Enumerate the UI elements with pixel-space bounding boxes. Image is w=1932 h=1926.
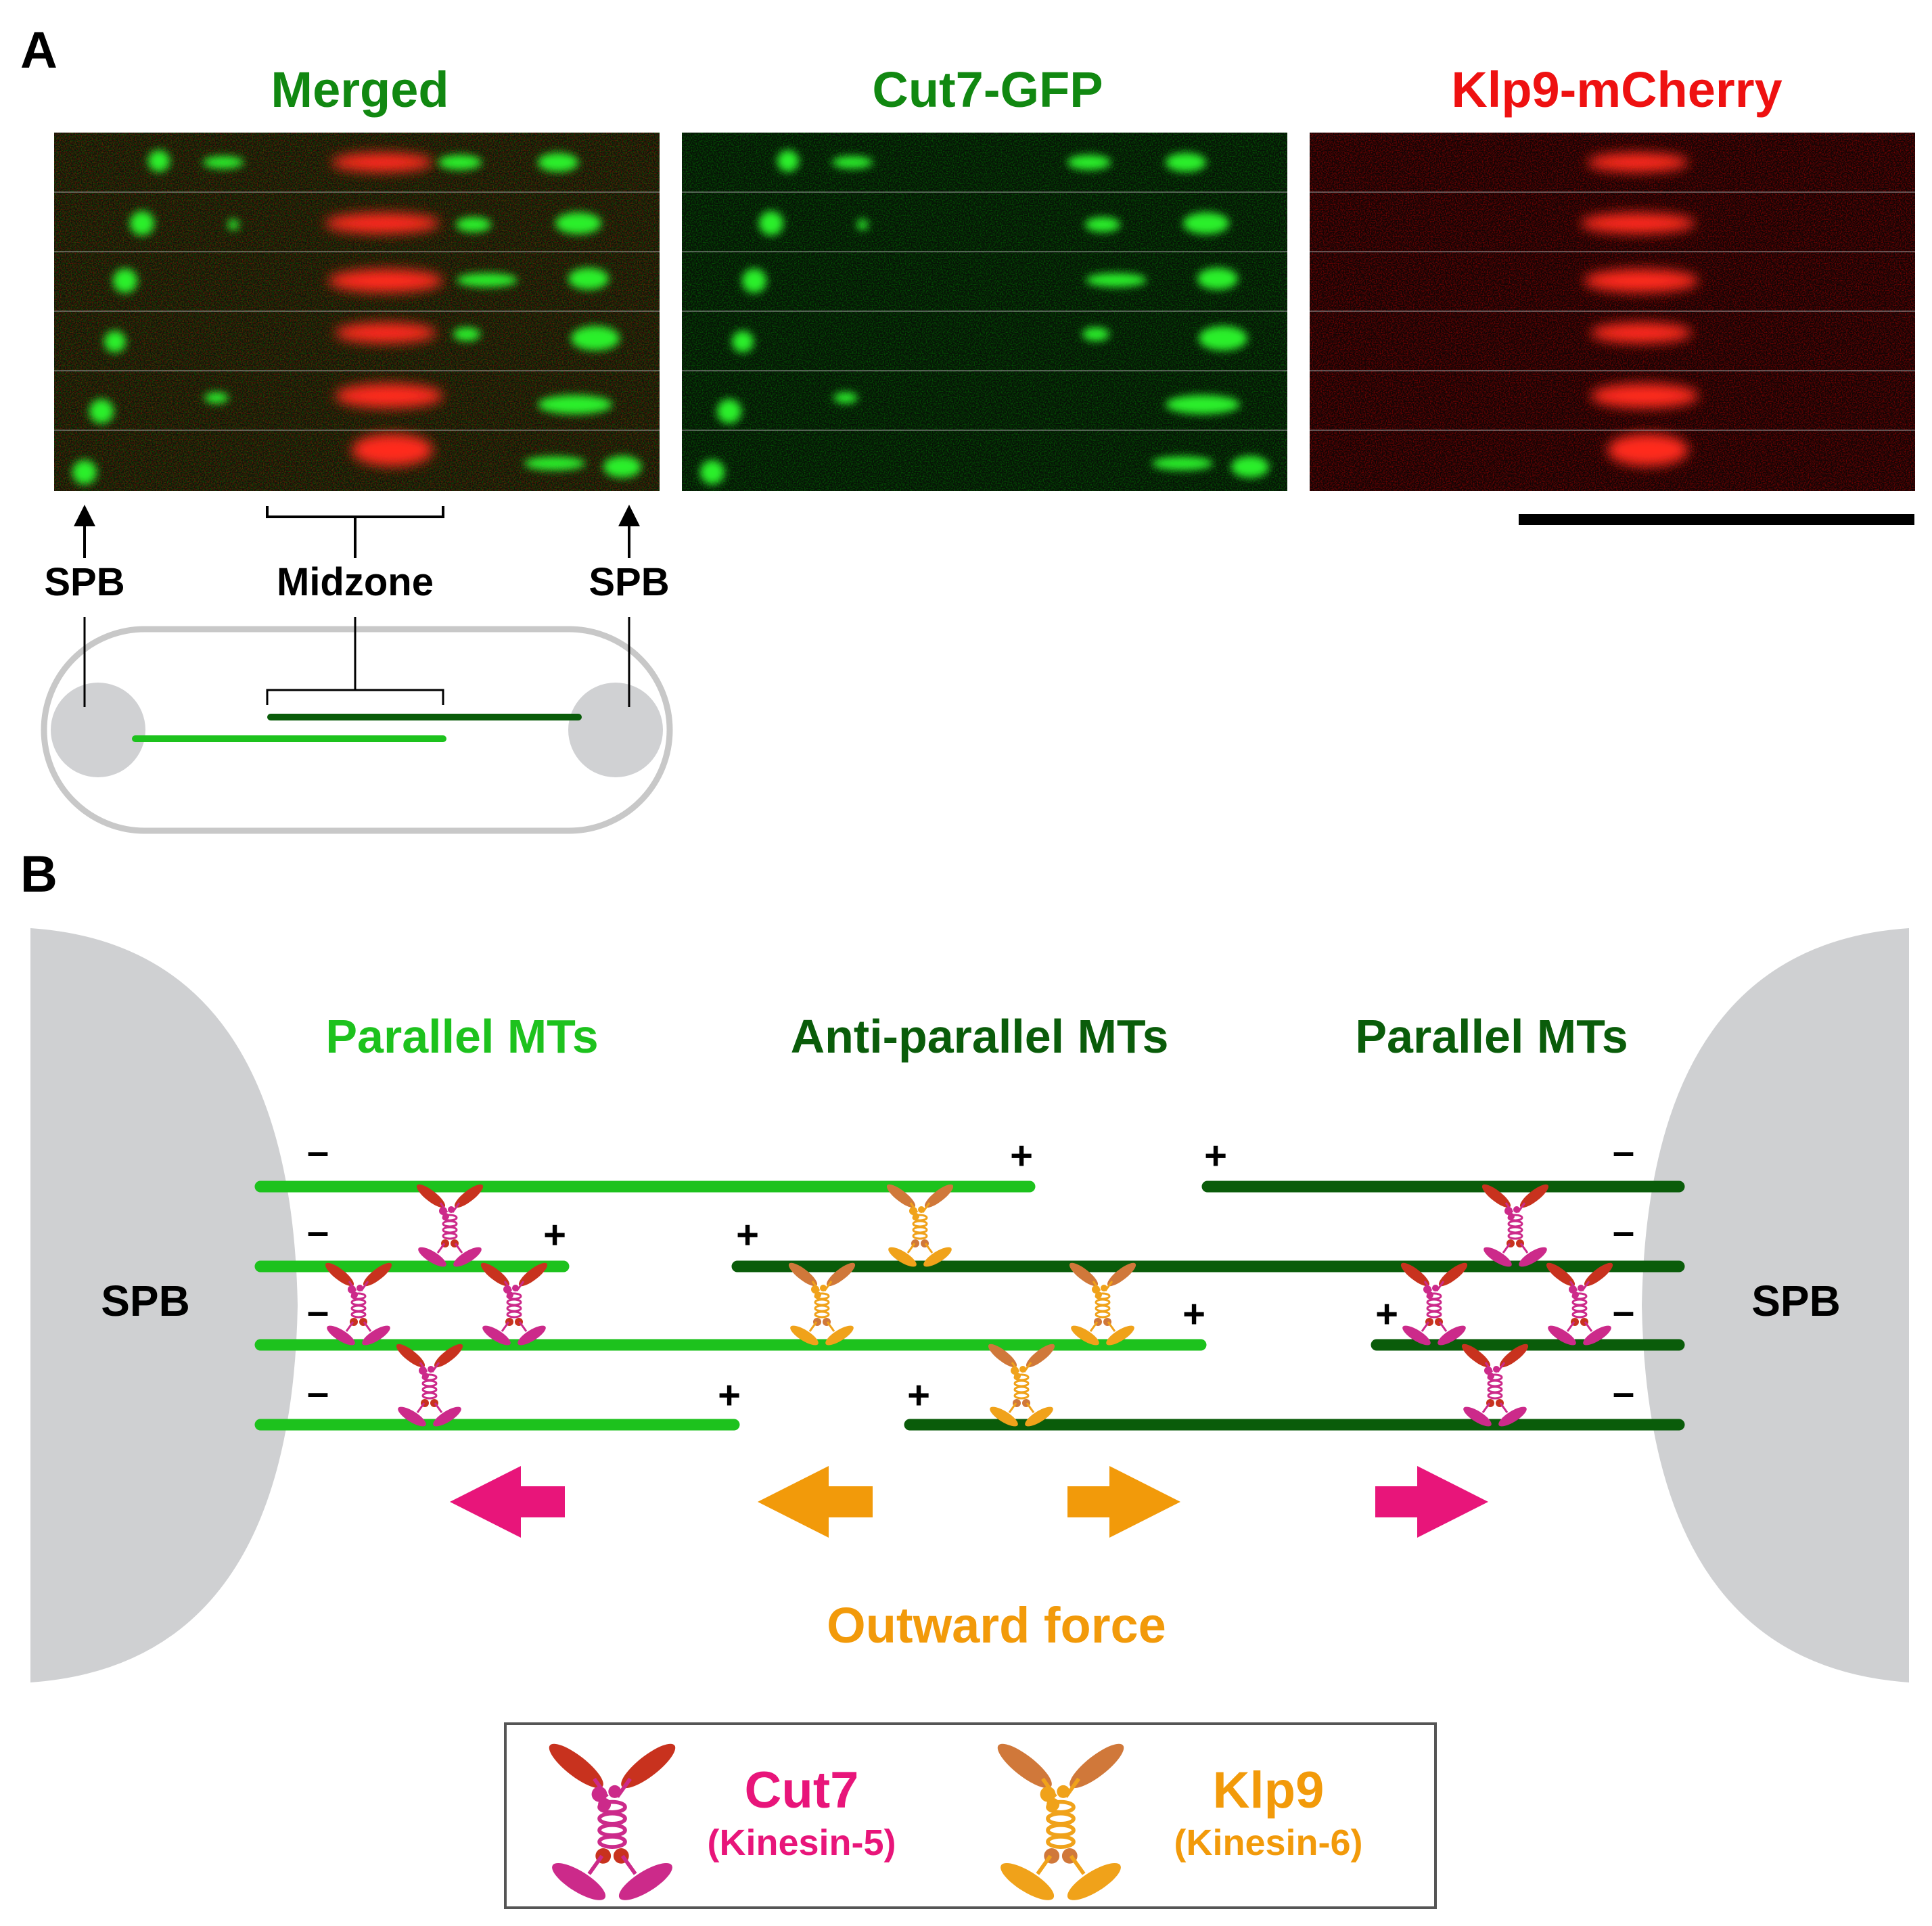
cut7-motor (322, 1259, 395, 1349)
microtubules (254, 1180, 1685, 1431)
spb-label-b-left: SPB (101, 1277, 190, 1325)
midzone-brace (266, 506, 444, 558)
minus-sign: – (1613, 1371, 1634, 1415)
merged-title: Merged (271, 62, 448, 118)
spb-right-shape (1642, 928, 1909, 1682)
plus-sign: + (736, 1213, 759, 1257)
scale-bar (1519, 514, 1914, 525)
panel-b-label: B (20, 846, 58, 903)
cut7-legend-family: (Kinesin-5) (707, 1822, 896, 1863)
kinesin-motors (322, 1180, 1616, 1430)
outward-force-label: Outward force (827, 1597, 1166, 1653)
plus-sign: + (543, 1213, 566, 1257)
force-arrows (450, 1466, 1488, 1538)
klp9-mcherry-title: Klp9-mCherry (1451, 62, 1782, 118)
plus-sign: + (907, 1373, 930, 1417)
minus-sign: – (307, 1130, 329, 1174)
klp9-force-arrow-right (1067, 1466, 1180, 1538)
klp9-motor (883, 1180, 957, 1270)
cut7-motor (393, 1340, 466, 1430)
cut7-force-arrow-left (450, 1466, 565, 1538)
klp9-mcherry-micrograph (1310, 133, 1915, 491)
spb-label-right: SPB (589, 560, 669, 604)
plus-sign: + (1182, 1292, 1205, 1336)
cut7-force-arrow-right (1375, 1466, 1488, 1538)
klp9-motor (1066, 1259, 1139, 1349)
plus-sign: + (1010, 1134, 1033, 1178)
cut7-motor (1479, 1180, 1552, 1270)
cut7-legend-name: Cut7 (745, 1762, 859, 1819)
midzone-label: Midzone (277, 560, 434, 604)
plus-sign: + (718, 1373, 741, 1417)
klp9-motor (785, 1259, 858, 1349)
merged-micrograph (54, 133, 660, 491)
minus-sign: – (1613, 1210, 1634, 1254)
plus-sign: + (1204, 1134, 1227, 1178)
minus-sign: – (1613, 1289, 1634, 1333)
klp9-legend-family: (Kinesin-6) (1174, 1822, 1362, 1863)
legend: Cut7 (Kinesin-5) Klp9 (Kinesin-6) (504, 1722, 1437, 1909)
spb-left-shape (30, 928, 298, 1682)
minus-sign: – (307, 1210, 329, 1254)
spb-label-left: SPB (44, 560, 124, 604)
cut7-motor (413, 1180, 486, 1270)
minus-sign: – (307, 1289, 329, 1333)
heading-parallel-mts-right: Parallel MTs (1355, 1010, 1628, 1063)
cell-schematic (41, 617, 673, 834)
cut7-motor (478, 1259, 551, 1349)
cut7-motor (1398, 1259, 1471, 1349)
minus-sign: – (307, 1371, 329, 1415)
cut7-motor (1543, 1259, 1616, 1349)
minus-sign: – (1613, 1130, 1634, 1174)
klp9-force-arrow-left (758, 1466, 873, 1538)
plus-sign: + (1375, 1292, 1398, 1336)
panel-a-label: A (20, 22, 58, 79)
heading-anti-parallel-mts: Anti-parallel MTs (791, 1010, 1169, 1063)
cut7-motor (1458, 1340, 1532, 1430)
spb-label-b-right: SPB (1751, 1277, 1841, 1325)
klp9-motor (985, 1340, 1058, 1430)
klp9-legend-name: Klp9 (1213, 1762, 1325, 1819)
cut7-gfp-micrograph (682, 133, 1287, 491)
cut7-gfp-title: Cut7-GFP (872, 62, 1103, 118)
heading-parallel-mts-left: Parallel MTs (325, 1010, 598, 1063)
polarity-signs: – + + – – + + – – + + – – + + – (307, 1130, 1634, 1417)
